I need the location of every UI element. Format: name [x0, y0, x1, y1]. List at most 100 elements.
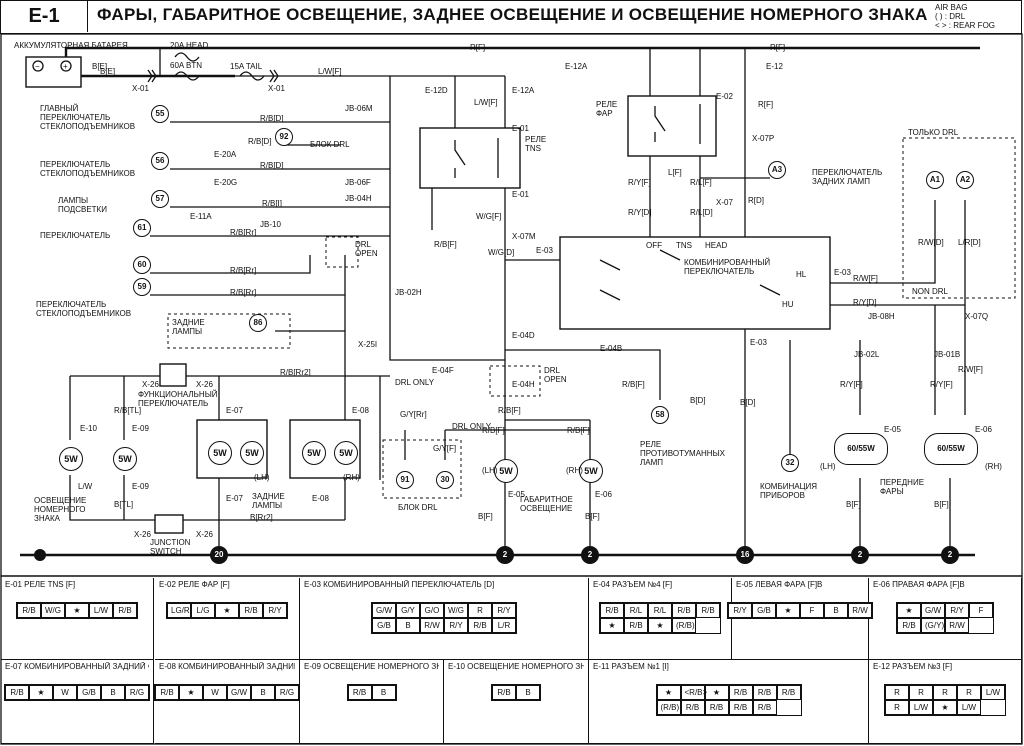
- bulb-rear-rh-1: 5W: [302, 441, 326, 465]
- component-ref-A3: A3: [768, 161, 786, 179]
- connector-title: E-02 РЕЛЕ ФАР [F]: [159, 580, 230, 589]
- connector-pin: LG/R: [167, 603, 191, 618]
- connector-pin: R/B: [752, 700, 777, 715]
- fuse-head-label: 20A HEAD: [170, 41, 209, 50]
- connector-ref-0: X-01: [132, 84, 149, 93]
- wire-label-right-5: R/W[F]: [853, 274, 878, 283]
- drl-only-small-label: DRL ONLY: [395, 378, 435, 387]
- connector-ref-7: E-01: [512, 124, 529, 133]
- connector-pin: L/W: [909, 700, 933, 715]
- wire-label-center-1: R/B[F]: [434, 240, 457, 249]
- wire-label-right-11: R/W[F]: [958, 365, 983, 374]
- backlight-lamps-label: ЛАМПЫ ПОДСВЕТКИ: [58, 196, 107, 214]
- connector-pin: R/W: [848, 603, 872, 618]
- connector-pin: W/G: [444, 603, 468, 618]
- connector-title: E-09 ОСВЕЩЕНИЕ НОМЕРНОГО ЗНАКА [TL]: [304, 662, 439, 671]
- connector-ref-39: X-26: [142, 380, 159, 389]
- connector-ref-46: E-03: [750, 338, 767, 347]
- connector-ref-19: JB-02H: [395, 288, 422, 297]
- connector-pin: R/B: [155, 685, 179, 700]
- connector-pin: R/Y: [492, 603, 516, 618]
- connector-pin: ★: [656, 685, 681, 700]
- connector-pin: L/W: [89, 603, 113, 618]
- connector-pin: W: [53, 685, 77, 700]
- wire-label-center-4: R/B[F]: [622, 380, 645, 389]
- battery-label: АККУМУЛЯТОРНАЯ БАТАРЕЯ: [14, 41, 128, 50]
- wire-label-center-0: L/W[F]: [474, 98, 498, 107]
- connector-pin: R/B: [728, 700, 753, 715]
- fuse-tail-label: 15A TAIL: [230, 62, 263, 71]
- connector-pin: R/B: [492, 685, 516, 700]
- wire-label-left-9: R/B[TL]: [114, 406, 142, 415]
- bus-rb-main: [389, 76, 505, 361]
- connector-pin: <R/B>: [680, 685, 707, 700]
- connector-ref-18: E-04B: [600, 344, 623, 353]
- component-ref-91: 91: [396, 471, 414, 489]
- connector-pin: R/B: [728, 685, 753, 700]
- connector-pin: W/G: [41, 603, 65, 618]
- bulb-side-lh: 5W: [494, 459, 518, 483]
- connector-pin: R/B: [672, 603, 696, 618]
- fuse-tail: [239, 71, 265, 81]
- wire-label-left-11: L/W: [78, 482, 93, 491]
- connector-pin: G/W: [227, 685, 251, 700]
- connector-pin: R/W: [945, 618, 969, 633]
- drl-block-bottom-label: БЛОК DRL: [398, 503, 438, 512]
- wire-to-86: [275, 295, 346, 332]
- wire-label-center-8: R/B[F]: [567, 426, 590, 435]
- connector-ref-36: E-08: [352, 406, 369, 415]
- component-ref-57: 57: [151, 190, 169, 208]
- connector-pin: G/B: [77, 685, 101, 700]
- connector-ref-24: X-07: [716, 198, 733, 207]
- drl-open-label-2: DRL OPEN: [544, 366, 567, 384]
- headlight-ground: [859, 478, 951, 550]
- connector-pin: R/B: [17, 603, 41, 618]
- connector-pin: (R/B): [656, 700, 681, 715]
- connector-panel-frame: [0, 575, 1023, 745]
- connector-ref-29: JB-02L: [854, 350, 880, 359]
- connector-pin: R/B: [5, 685, 29, 700]
- wire-label-center-3: W/G[D]: [488, 248, 515, 257]
- component-ref-60: 60: [133, 256, 151, 274]
- component-ref-A1: A1: [926, 171, 944, 189]
- connector-pin: R: [885, 700, 909, 715]
- connector-pin: (G/Y): [921, 618, 945, 633]
- connector-ref-11: JB-04H: [345, 194, 372, 203]
- plate-light-label: ОСВЕЩЕНИЕ НОМЕРНОГО ЗНАКА: [34, 496, 87, 523]
- drl-block-dash: [382, 439, 462, 499]
- fog-relay-label: РЕЛЕ ПРОТИВОТУМАННЫХ ЛАМП: [640, 440, 726, 467]
- combo-off-label: OFF: [646, 241, 662, 250]
- side-tag-3: (RH): [566, 466, 583, 475]
- diagram-code: E-1: [1, 1, 88, 32]
- connector-pin: L/R: [492, 618, 516, 633]
- component-ref-61: 61: [133, 219, 151, 237]
- connector-pin: R: [957, 685, 981, 700]
- component-ref-55: 55: [151, 105, 169, 123]
- wire-label-center-5: G/Y[Rr]: [400, 410, 427, 419]
- connector-pin: R: [933, 685, 957, 700]
- connector-pin: R/Y: [444, 618, 468, 633]
- connector-pin: R: [468, 603, 492, 618]
- connector-pin: G/W: [921, 603, 945, 618]
- instrument-cluster-label: КОМБИНАЦИЯ ПРИБОРОВ: [760, 482, 818, 500]
- bulb-side-rh: 5W: [579, 459, 603, 483]
- connector-pin: R/B: [239, 603, 263, 618]
- connector-ref-12: E-11A: [190, 212, 212, 221]
- wire-to-60: [150, 255, 311, 274]
- connector-pin: ★: [648, 618, 672, 633]
- connector-ref-38: E-10: [80, 424, 97, 433]
- connector-ref-40: X-26: [196, 380, 213, 389]
- connector-ref-31: E-05: [884, 425, 901, 434]
- connector-ref-10: JB-06F: [345, 178, 371, 187]
- wire-label-left-8: B[Rr2]: [250, 513, 273, 522]
- connector-cell-e-10: E-10 ОСВЕЩЕНИЕ НОМЕРНОГО ЗНАКА [TL] RHR/…: [444, 660, 589, 744]
- connector-pin: R: [909, 685, 933, 700]
- tns-relay: [419, 127, 521, 189]
- wire-label-right-1: R/L[F]: [690, 178, 712, 187]
- connector-title: E-04 РАЗЪЕМ №4 [F]: [593, 580, 673, 589]
- plate-light-feed: [69, 376, 125, 440]
